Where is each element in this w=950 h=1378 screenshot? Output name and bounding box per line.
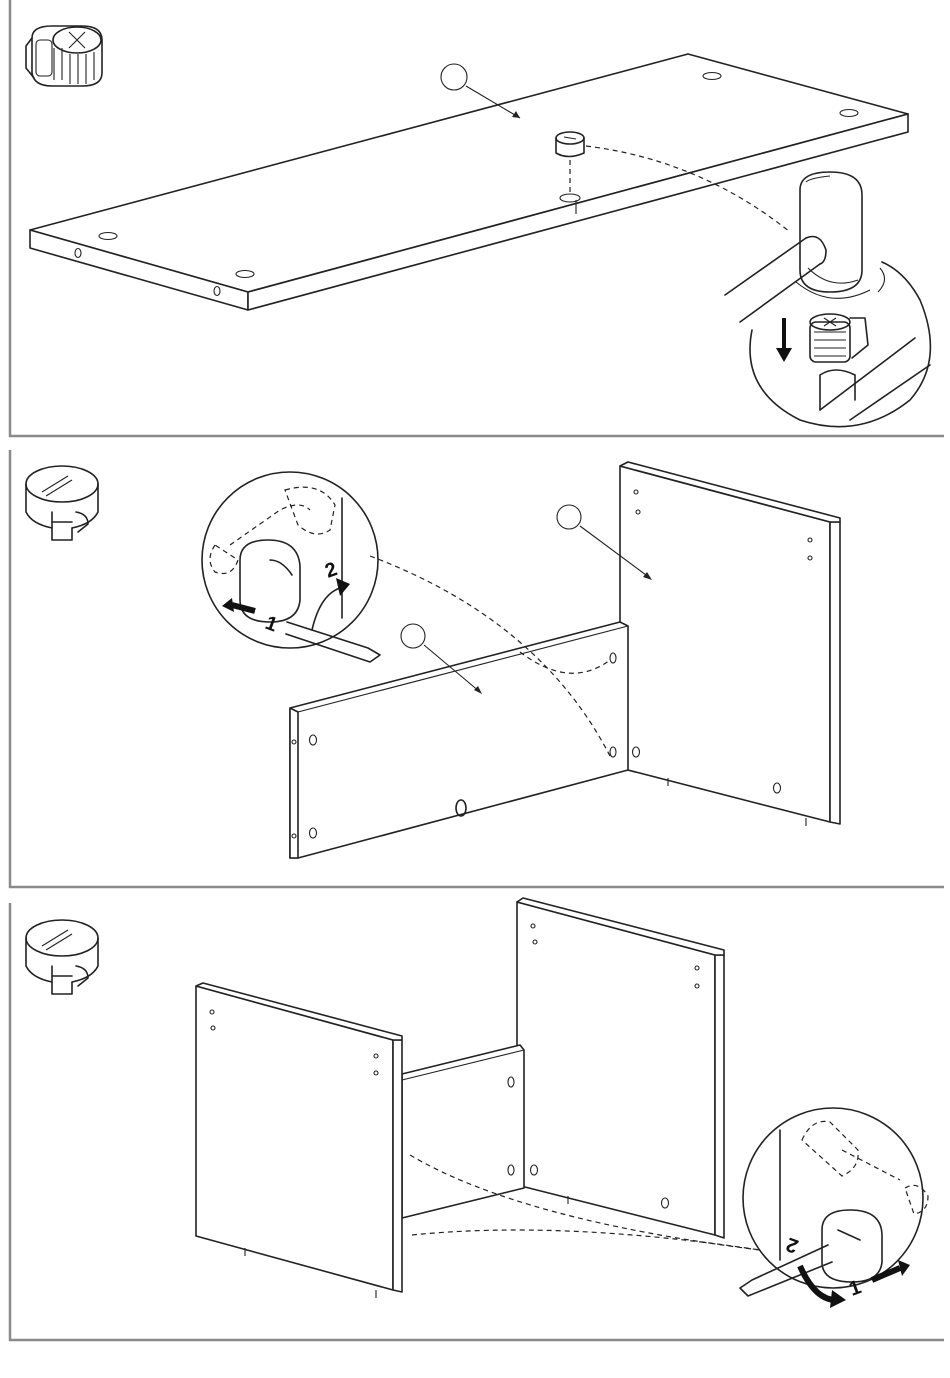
side-panel-right [620, 462, 840, 826]
top-panel [30, 54, 908, 310]
step-2-label-1: 1 [262, 612, 280, 636]
detail-circle: 1 2 [202, 472, 380, 662]
step-3-label-2: 2 [783, 1233, 801, 1257]
step-2-label-2: 2 [322, 558, 340, 582]
hammer-icon [725, 172, 885, 322]
back-panel [290, 622, 628, 858]
step-1-panel [10, 0, 944, 436]
step-3-panel: 1 2 [10, 898, 944, 1340]
cam-lock-icon [26, 466, 98, 540]
detail-circle: 1 2 [740, 1108, 928, 1308]
step-3-label-1: 1 [846, 1276, 864, 1300]
part-callout [557, 505, 581, 529]
detail-circle [750, 262, 930, 427]
cam-lock-icon [26, 920, 98, 994]
side-panel-left [196, 983, 402, 1298]
part-callout [401, 624, 425, 648]
side-panel-right [517, 898, 724, 1238]
cam-lock-icon [26, 26, 102, 86]
part-callout [441, 64, 467, 90]
step-2-panel: 1 2 [10, 450, 944, 887]
